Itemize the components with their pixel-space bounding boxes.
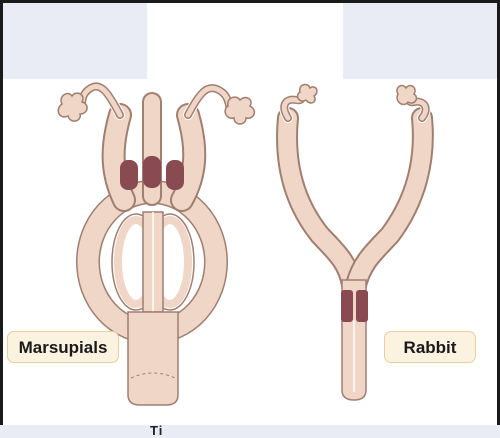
header-band-left	[3, 3, 147, 79]
bottom-caption-strip	[0, 425, 500, 438]
marsupial-tract	[57, 81, 256, 406]
urogenital-sinus	[127, 311, 179, 406]
header-band-right	[343, 3, 497, 79]
rabbit-tract	[273, 83, 437, 403]
label-marsupials: Marsupials	[7, 331, 119, 363]
fimbria-left	[57, 92, 88, 122]
fimbria-right	[224, 96, 256, 125]
rabbit-cervix-right	[356, 290, 368, 322]
rabbit-fimbria-right	[396, 84, 418, 106]
caption-text: Ti	[150, 423, 164, 438]
cervix-right	[166, 160, 184, 190]
rabbit-fimbria-left	[296, 83, 318, 104]
cervix-left	[120, 160, 138, 190]
cervix-middle	[143, 156, 161, 188]
rabbit-cervix-left	[341, 290, 353, 322]
label-rabbit: Rabbit	[384, 331, 476, 363]
